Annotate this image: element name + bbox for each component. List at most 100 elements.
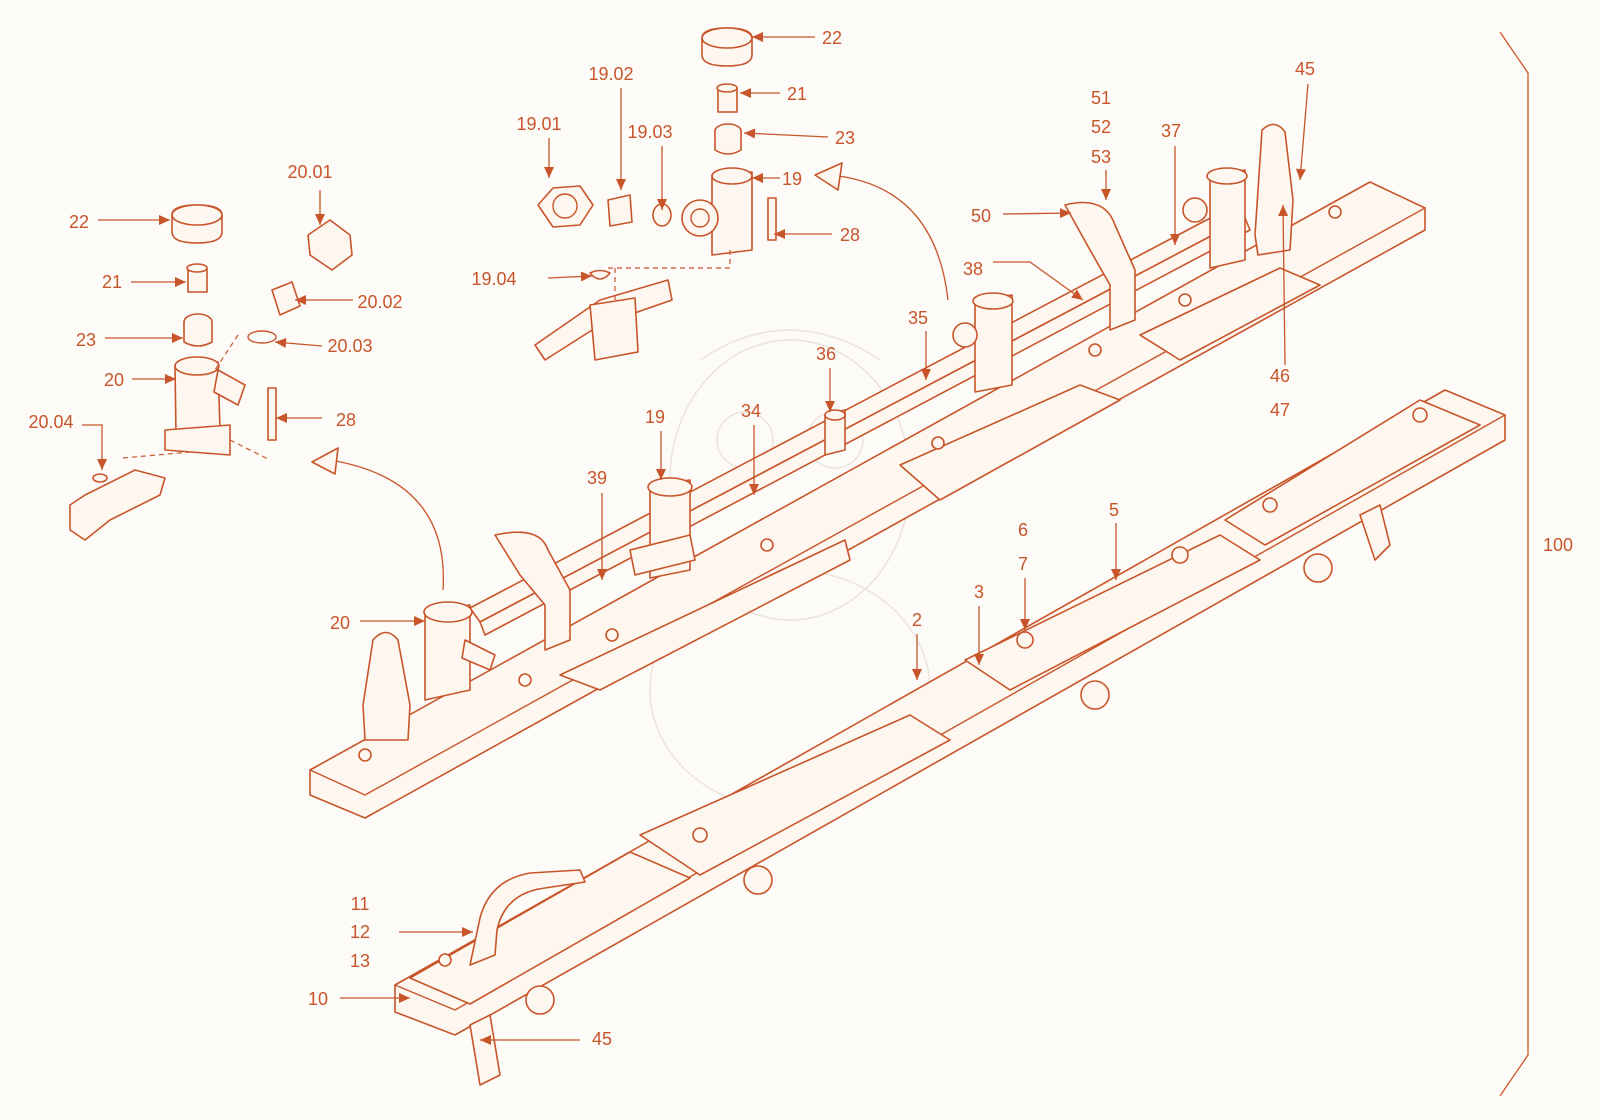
leader-arrowhead: [175, 277, 186, 287]
leader-arrowhead: [752, 173, 763, 183]
callout-39: 39: [587, 468, 607, 488]
upper-boom-assembly: [309, 123, 1426, 819]
exploded-valve-19: [534, 27, 777, 361]
leader-arrowhead: [1170, 234, 1180, 245]
leader-arrowhead: [480, 1035, 491, 1045]
leader-arrowhead: [295, 295, 306, 305]
leader-arrowhead: [544, 167, 554, 178]
callout-36: 36: [816, 344, 836, 364]
callout-20-left: 20: [104, 370, 124, 390]
leader-arrowhead: [275, 337, 287, 348]
leader-line: [1002, 212, 1072, 215]
leader-arrowhead: [172, 333, 183, 343]
callout-28-top: 28: [840, 225, 860, 245]
leader-line: [1299, 83, 1309, 181]
leader-lines: [82, 32, 1309, 1045]
callout-100: 100: [1543, 535, 1573, 555]
callout-19-01: 19.01: [516, 114, 561, 134]
callout-21-left: 21: [102, 272, 122, 292]
leader-arrowhead: [1020, 619, 1030, 630]
callout-19-mid: 19: [645, 407, 665, 427]
leader-arrowhead: [657, 199, 667, 210]
valve-19-assembled: [629, 477, 696, 579]
callout-5: 5: [1109, 500, 1119, 520]
callout-35: 35: [908, 308, 928, 328]
callout-53: 53: [1091, 147, 1111, 167]
leader-arrowhead: [752, 32, 763, 42]
leader-arrowhead: [974, 654, 984, 665]
leader-arrowhead: [597, 569, 607, 580]
callout-52: 52: [1091, 117, 1111, 137]
callout-46: 46: [1270, 366, 1290, 386]
callout-20-01: 20.01: [287, 162, 332, 182]
exploded-valve-20: [69, 204, 353, 541]
leader-line: [993, 261, 1084, 301]
leader-arrowhead: [1111, 569, 1121, 580]
leader-arrowhead: [399, 993, 410, 1003]
valve-37-assembled: [1182, 167, 1248, 269]
leader-arrowhead: [1278, 205, 1289, 217]
callout-23-left: 23: [76, 330, 96, 350]
callout-28-left: 28: [336, 410, 356, 430]
leader-arrowhead: [276, 413, 287, 423]
leader-arrowhead: [414, 616, 425, 626]
leader-arrowhead: [616, 179, 626, 190]
callout-20-mid: 20: [330, 613, 350, 633]
callout-20-03: 20.03: [327, 336, 372, 356]
alignment-lines: [122, 250, 731, 461]
leader-arrowhead: [912, 669, 922, 680]
callout-10: 10: [308, 989, 328, 1009]
callout-20-02: 20.02: [357, 292, 402, 312]
leader-line: [82, 424, 103, 470]
leader-arrowhead: [97, 459, 107, 470]
valve-20-assembled: [423, 601, 496, 701]
callout-19-03: 19.03: [627, 122, 672, 142]
leader-arrowhead: [740, 88, 751, 98]
callout-6: 6: [1018, 520, 1028, 540]
leader-arrowhead: [921, 369, 931, 380]
callout-45-bottom: 45: [592, 1029, 612, 1049]
leader-arrowhead: [315, 214, 325, 225]
leader-arrowhead: [744, 128, 756, 139]
callout-7: 7: [1018, 554, 1028, 574]
assembly-bracket: [1499, 31, 1529, 1097]
leader-arrowhead: [1059, 208, 1071, 219]
curved-arrows: [311, 162, 949, 591]
callout-38: 38: [963, 259, 983, 279]
leader-arrowhead: [774, 229, 785, 239]
callout-20-04: 20.04: [28, 412, 73, 432]
leader-line: [1282, 204, 1286, 366]
callout-34: 34: [741, 401, 761, 421]
callout-21-top: 21: [787, 84, 807, 104]
valve-35-assembled: [952, 292, 1014, 393]
callout-12: 12: [350, 922, 370, 942]
leader-line: [743, 132, 829, 138]
callout-13: 13: [350, 951, 370, 971]
leader-arrowhead: [1295, 168, 1306, 180]
leader-arrowhead: [825, 401, 835, 412]
leader-arrowhead: [159, 215, 170, 225]
callout-19-02: 19.02: [588, 64, 633, 84]
callout-19-04: 19.04: [471, 269, 516, 289]
leader-arrowhead: [1071, 289, 1083, 300]
callout-23-top: 23: [835, 128, 855, 148]
leader-arrowhead: [749, 484, 759, 495]
callout-19-top: 19: [782, 169, 802, 189]
callout-22-top: 22: [822, 28, 842, 48]
lower-frame-assembly: [394, 389, 1506, 1086]
callout-37: 37: [1161, 121, 1181, 141]
callout-2: 2: [912, 610, 922, 630]
callout-11: 11: [351, 894, 370, 914]
leader-arrowhead: [656, 469, 666, 480]
callout-labels: 22 21 19.02 19.01 19.03 23 19 28 19.04 2…: [28, 28, 1573, 1049]
leader-arrowhead: [580, 271, 592, 282]
callout-50: 50: [971, 206, 991, 226]
callout-45-top: 45: [1295, 59, 1315, 79]
callout-22-left: 22: [69, 212, 89, 232]
leader-arrowhead: [462, 927, 473, 937]
leader-arrowhead: [165, 374, 176, 384]
callout-3: 3: [974, 582, 984, 602]
callout-47: 47: [1270, 400, 1290, 420]
leader-arrowhead: [1101, 189, 1111, 200]
